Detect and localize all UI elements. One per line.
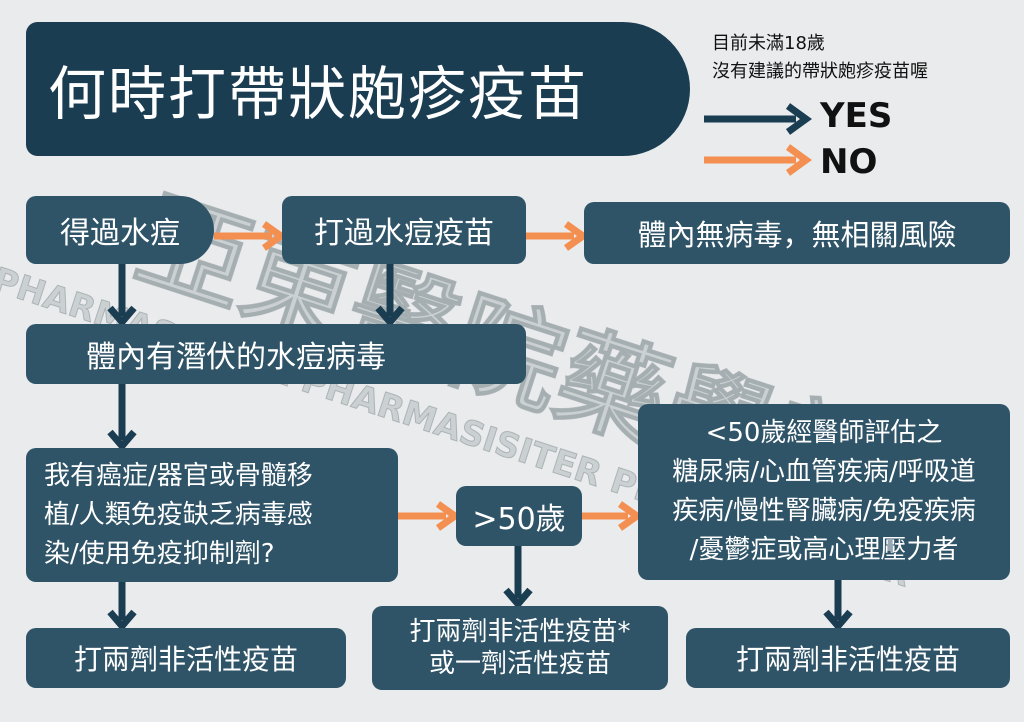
age-note-line-2: 沒有建議的帶狀皰疹疫苗喔: [712, 61, 928, 82]
eval-line-3: 疾病/慢性腎臟病/免疫疾病: [672, 496, 976, 526]
eval-line-4: /憂鬱症或高心理壓力者: [689, 535, 959, 565]
node-result-left: 打兩劑非活性疫苗: [26, 628, 346, 688]
result-mid-line-2: 或一劑活性疫苗: [428, 649, 611, 679]
arrow-latent-to-question: [107, 384, 137, 452]
age-note-line-1: 目前未滿18歲: [712, 33, 825, 54]
arrow-yes-question-to-result: [107, 582, 137, 632]
legend-yes-arrow: [704, 103, 812, 135]
immuno-question-line-3: 染/使用免疫抑制劑?: [44, 538, 275, 569]
result-mid-line-1: 打兩劑非活性疫苗*: [409, 616, 631, 647]
node-over50: >50歲: [456, 486, 582, 546]
immuno-question-line-2: 植/人類免疫缺乏病毒感: [44, 499, 313, 530]
legend-no-arrow: [704, 144, 812, 176]
node-under50-evaluation: <50歲經醫師評估之 糖尿病/心血管疾病/呼吸道 疾病/慢性腎臟病/免疫疾病 /…: [638, 404, 1010, 580]
arrow-yes-over50-to-result: [503, 546, 533, 610]
node-immuno-question: 我有癌症/器官或骨髓移 植/人類免疫缺乏病毒感 染/使用免疫抑制劑?: [26, 448, 398, 582]
arrow-no-question-to-over50: [398, 501, 462, 531]
page-title: 何時打帶狀皰疹疫苗: [26, 22, 690, 156]
legend-no-label: NO: [820, 142, 878, 182]
arrow-yes-chickenpox-to-latent: [107, 264, 137, 328]
node-had-chickenpox: 得過水痘: [26, 196, 214, 264]
eval-line-1: <50歲經醫師評估之: [705, 418, 943, 448]
age-note: 目前未滿18歲 沒有建議的帶狀皰疹疫苗喔: [712, 30, 1012, 86]
arrow-yes-eval-to-result: [823, 580, 853, 632]
arrow-no-vaccine-to-no-virus: [526, 221, 590, 251]
eval-line-2: 糖尿病/心血管疾病/呼吸道: [672, 457, 976, 487]
legend-yes-label: YES: [820, 96, 893, 136]
immuno-question-line-1: 我有癌症/器官或骨髓移: [44, 460, 313, 491]
arrow-no-over50-to-eval: [582, 501, 644, 531]
node-result-right: 打兩劑非活性疫苗: [686, 628, 1010, 688]
node-had-vaccine: 打過水痘疫苗: [282, 196, 526, 264]
arrow-no-chickenpox-to-vaccine: [214, 221, 288, 251]
node-no-virus: 體內無病毒，無相關風險: [584, 202, 1010, 264]
node-result-mid: 打兩劑非活性疫苗* 或一劑活性疫苗: [372, 606, 668, 690]
node-latent-virus: 體內有潛伏的水痘病毒: [26, 324, 526, 384]
arrow-yes-vaccine-to-latent: [375, 264, 405, 328]
